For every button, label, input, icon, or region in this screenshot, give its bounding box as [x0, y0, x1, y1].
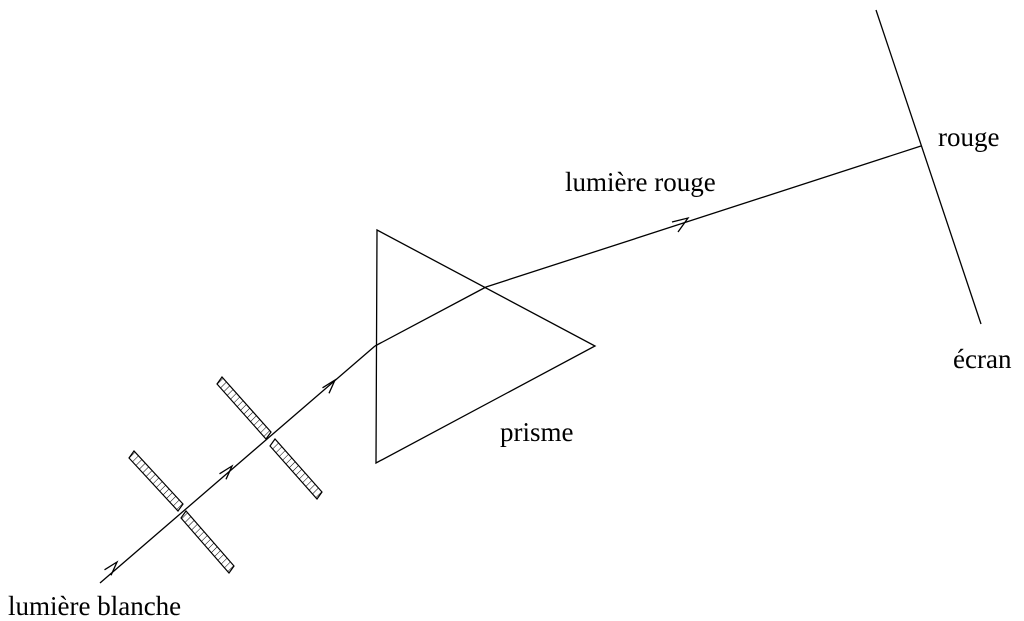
- beam-arrow-2: [219, 464, 234, 480]
- second-slit-upper-plate: [216, 376, 272, 440]
- screen: [875, 9, 982, 325]
- first-slit-upper-plate: [128, 450, 184, 512]
- second-slit: [216, 376, 323, 500]
- beam-arrow-3: [322, 378, 337, 394]
- first-slit-lower-plate: [180, 510, 235, 574]
- ray-inside-prism: [374, 286, 487, 347]
- red-beam-arrow: [671, 216, 690, 233]
- incident-beam: [99, 345, 376, 584]
- beam-arrow-1: [104, 560, 119, 576]
- second-slit-lower-plate: [269, 438, 323, 500]
- first-slit: [128, 450, 235, 574]
- red-spot-label: rouge: [938, 122, 999, 152]
- white-light-label: lumière blanche: [8, 591, 181, 621]
- red-light-label: lumière rouge: [565, 167, 716, 197]
- red-light-beam: [485, 145, 922, 288]
- screen-label: écran: [953, 344, 1012, 374]
- prism-label: prisme: [500, 417, 574, 447]
- prism: [375, 228, 597, 465]
